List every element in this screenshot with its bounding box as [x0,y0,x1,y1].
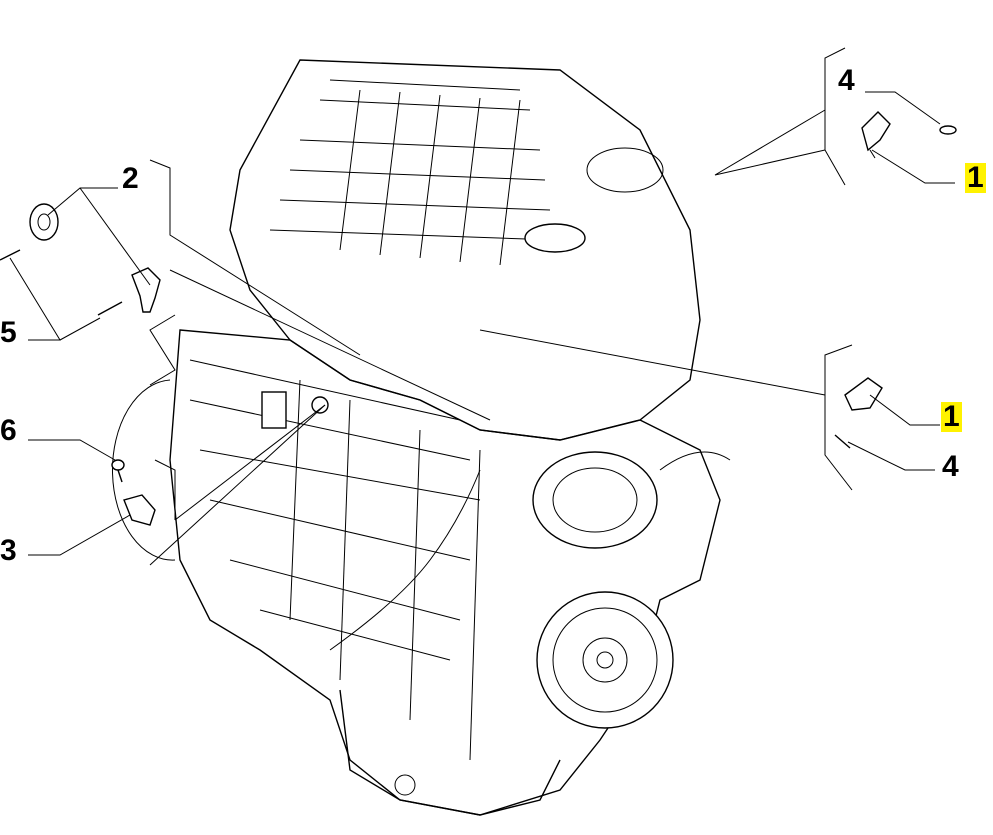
callout-4-top: 4 [838,64,855,97]
callout-1-top: 1 [965,161,986,194]
leader-lines [9,47,955,566]
callout-4-mid: 4 [942,450,959,483]
callout-3: 3 [0,534,17,567]
crank-sensor-drawing [123,494,156,526]
camshaft-sensor-top-drawing [861,111,957,159]
callout-1-mid: 1 [941,400,962,433]
bolts-drawing [0,249,125,483]
knock-sensor-drawing [29,203,161,313]
camshaft-sensor-mid-drawing [834,377,883,449]
callout-2: 2 [122,162,139,195]
callout-6: 6 [0,414,17,447]
engine-block-drawing [112,59,731,816]
callout-5: 5 [0,316,17,349]
